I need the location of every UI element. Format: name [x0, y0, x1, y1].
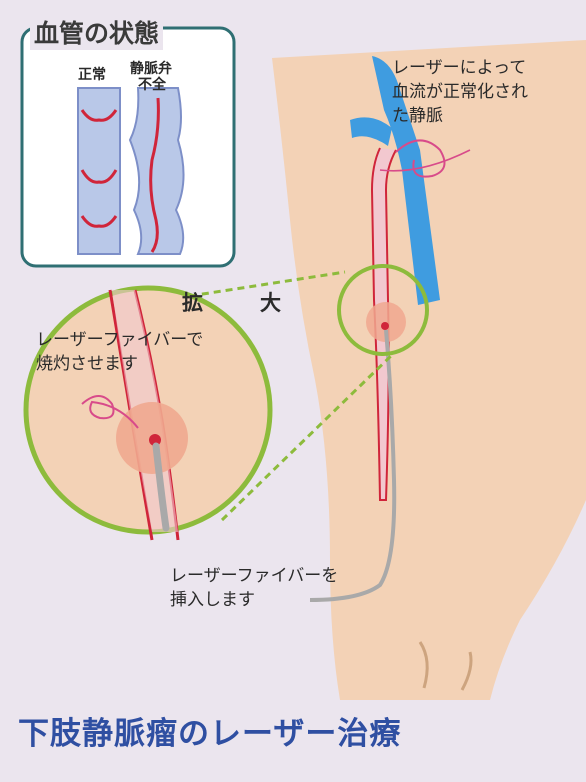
inset-frame: [22, 28, 234, 266]
page-title: 下肢静脈瘤のレーザー治療: [18, 708, 401, 753]
normal-label: 正常: [78, 68, 106, 83]
incompetent-label-line2: 不全: [138, 78, 166, 93]
normalized-callout-line1: レーザーによって: [392, 58, 526, 79]
zoom-label: 拡 大: [182, 292, 299, 315]
insert-callout-line2: 挿入します: [170, 590, 255, 611]
cauterize-callout-line1: レーザーファイバーで: [36, 330, 203, 351]
leg-fiber-tip: [381, 322, 389, 330]
insert-callout-line1: レーザーファイバーを: [170, 566, 338, 587]
inset-title: 血管の状態: [30, 14, 163, 50]
incompetent-label-line1: 静脈弁: [130, 62, 172, 77]
cauterize-callout-line2: 焼灼させます: [36, 354, 138, 375]
normalized-callout-line3: た静脈: [392, 106, 443, 127]
normalized-callout-line2: 血流が正常化され: [392, 82, 528, 103]
